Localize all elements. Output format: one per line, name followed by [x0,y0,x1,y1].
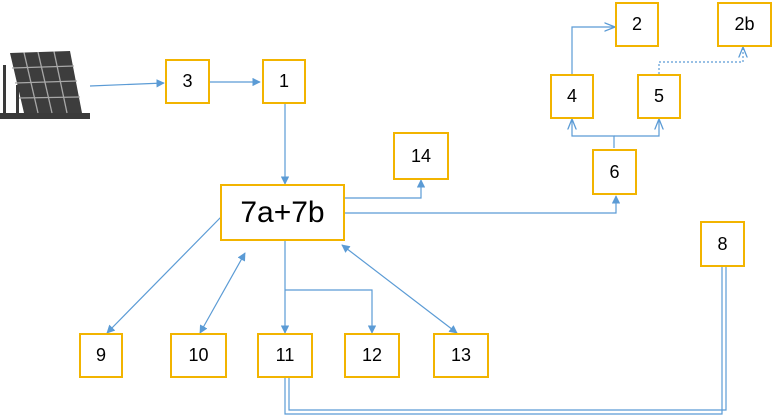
node-4: 4 [550,74,594,119]
node-11: 11 [257,333,313,378]
node-10: 10 [170,333,227,378]
node-2: 2 [615,2,659,47]
node-12: 12 [344,333,400,378]
edge-7-12 [285,289,377,334]
node-7a-7b: 7a+7b [220,184,345,241]
solar-panel-icon [0,51,90,119]
edge-panel-3 [89,79,165,88]
node-5: 5 [637,74,681,119]
edge-6-4-5 [572,120,615,148]
node-3: 3 [165,59,210,104]
edge-5-2b [658,48,743,74]
node-2b: 2b [717,2,772,47]
node-1: 1 [262,59,306,104]
node-13: 13 [433,333,489,378]
edge-11-8-double [288,267,727,411]
panel-grid [11,51,81,114]
edge-7-14 [345,179,426,199]
edge-7-9 [106,216,222,334]
edge-7-10 [199,252,246,334]
edge-7-6 [345,195,621,214]
node-8: 8 [700,221,745,267]
edge-11-8 [284,267,723,415]
node-14: 14 [393,132,449,180]
edge-7-13 [341,244,458,334]
node-6: 6 [592,149,637,195]
edge-4-2 [571,27,614,74]
node-9: 9 [79,333,123,378]
edge-6-5 [614,120,659,137]
panel-frame [0,65,90,119]
